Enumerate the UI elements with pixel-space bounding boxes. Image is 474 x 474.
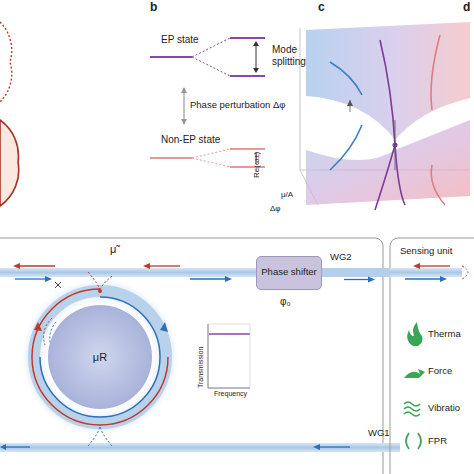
splitting-label: Mode splitting	[272, 44, 322, 67]
panel-letter: b	[150, 1, 157, 15]
perturbation-arrow	[181, 87, 187, 125]
waveguide-label: WG2	[330, 252, 352, 263]
ring-waveguide	[34, 291, 166, 423]
perturbation-label: Phase perturbation Δφ	[190, 100, 285, 111]
non-ep-level-diagram	[150, 149, 265, 167]
waveguide	[390, 268, 462, 277]
sensing-unit-panel: Sensing unit	[390, 238, 474, 474]
panel-letter: c	[318, 1, 325, 15]
transmission-inset: TransmissionFrequency	[194, 318, 252, 402]
panel-letter: d	[463, 1, 470, 15]
sensing-panel-border	[390, 238, 474, 474]
ring-halo	[20, 277, 180, 437]
node-text: Phase shifter	[261, 267, 316, 278]
axis-label: μ/A	[281, 190, 293, 199]
axis-label: Re(ω±)	[252, 152, 261, 178]
coupling-label: μ̃	[110, 243, 116, 256]
riemann-surface	[300, 22, 470, 210]
dotted-resonator	[0, 22, 12, 102]
waveguide	[0, 268, 256, 277]
node-text: Frequency	[214, 390, 247, 397]
flow-arrows	[0, 263, 350, 450]
state-label: Non-EP state	[161, 134, 220, 146]
sensing-type: Vibratio	[428, 403, 460, 414]
node-text: Transmission	[197, 347, 204, 388]
microring-disk: μR	[48, 305, 152, 409]
sensing-type: Force	[428, 366, 452, 377]
node-text: Sensing unit	[400, 245, 452, 256]
waveguide-connector	[322, 272, 390, 273]
state-label: EP state	[161, 34, 199, 46]
vibration-icon	[404, 402, 420, 416]
waveguide-label: WG1	[368, 428, 390, 439]
flow-arrows	[344, 277, 375, 283]
cw-mode	[40, 297, 160, 417]
fpr-icon	[406, 433, 421, 449]
sensing-type: Therma	[428, 329, 461, 340]
phase-shifter-box: Phase shifter	[256, 256, 322, 290]
node-text: μR	[93, 351, 107, 363]
resonator-disk	[0, 120, 19, 206]
force-icon	[404, 369, 425, 378]
ccw-mode	[32, 289, 168, 425]
phase-label: φ₀	[280, 296, 291, 308]
sensing-type: FPR	[428, 436, 447, 447]
waveguide	[0, 443, 400, 452]
thermal-icon	[407, 322, 422, 346]
axis-label: Δφ	[270, 204, 281, 213]
